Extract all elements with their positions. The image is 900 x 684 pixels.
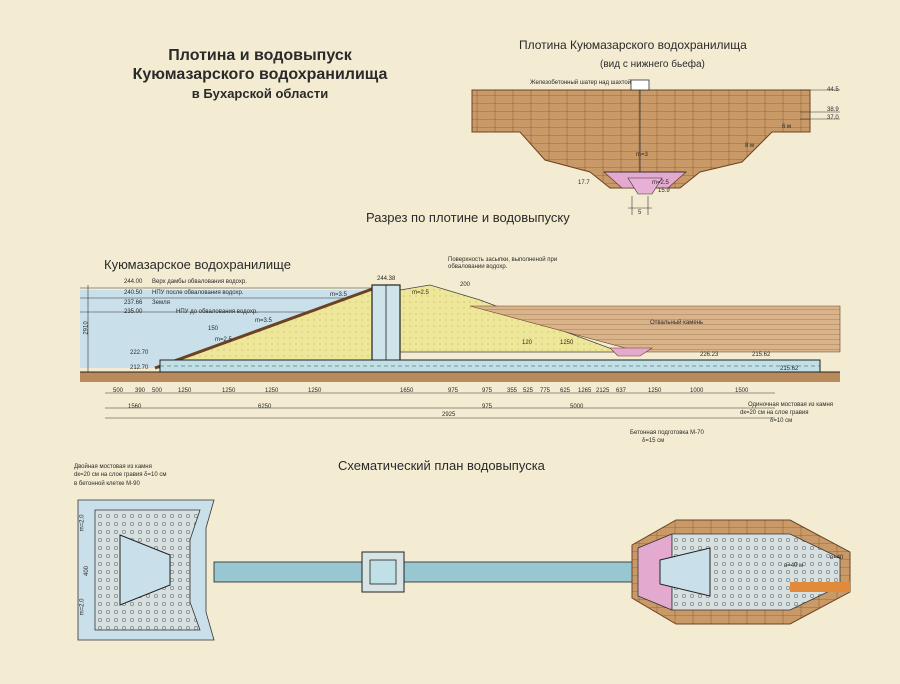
slope-m35-b: m=3.5 <box>330 292 347 298</box>
dim: 2125 <box>596 388 610 394</box>
pavement-thickness: δ=10 см <box>770 418 793 424</box>
rock-label: Отвальный камень <box>650 320 704 326</box>
level-note-npu-before: НПУ до обвалования водохр. <box>176 309 258 315</box>
height-2910: 2910 <box>83 321 90 335</box>
slope-m2-5: m=2.5 <box>652 180 669 186</box>
elev-237-66: 237.66 <box>124 300 143 306</box>
dim: 1250 <box>265 388 279 394</box>
dim: 975 <box>482 404 493 410</box>
mark-17-7: 17.7 <box>578 180 590 186</box>
plan-note-line-3: в бетонной клетке М-90 <box>74 481 140 487</box>
slope-m35-a: m=3.5 <box>255 318 272 324</box>
elev-215-62-b: 215.62 <box>780 366 799 372</box>
elev-244-38: 244.38 <box>377 276 396 282</box>
concrete-thickness: δ=15 см <box>642 438 665 444</box>
mark-37-0: 37.0 <box>827 115 839 121</box>
level-note-ground: Земля <box>152 300 170 306</box>
dim: 975 <box>482 388 493 394</box>
elev-240-50: 240.50 <box>124 290 143 296</box>
dim: 390 <box>135 388 146 394</box>
elev-235-00: 235.00 <box>124 309 143 315</box>
dim: 1250 <box>222 388 236 394</box>
slope-m25-a: m=2.5 <box>215 337 232 343</box>
dim: 500 <box>113 388 124 394</box>
elev-212-70: 212.70 <box>130 365 149 371</box>
plan-dim-m2-bottom: m=2.0 <box>79 598 86 616</box>
dim: 6250 <box>258 404 272 410</box>
mark-38-9: 38.9 <box>827 107 839 113</box>
plan-title: Схематический план водовыпуска <box>338 458 545 473</box>
dim: 975 <box>448 388 459 394</box>
level-note-crest: Верх дамбы обвалования водохр. <box>152 279 247 285</box>
dim: 2925 <box>442 412 456 418</box>
plan-dim-m2-top: m=2.0 <box>79 514 86 532</box>
elev-244-00: 244.00 <box>124 279 143 285</box>
plan-drawing <box>77 499 851 641</box>
dim: 637 <box>616 388 627 394</box>
plan-note-line-1: Двойная мостовая из камня <box>74 464 152 470</box>
elev-226-23: 226.23 <box>700 352 719 358</box>
plan-dim-400: 400 <box>84 565 91 577</box>
dim: 1500 <box>735 388 749 394</box>
dim: 1000 <box>690 388 704 394</box>
elev-215-62-a: 215.62 <box>752 352 771 358</box>
pavement-spec: dк=20 см на слое гравия <box>740 410 809 416</box>
plan-dim-b40-b: в=40 <box>830 555 844 561</box>
dam-downstream-view <box>471 79 840 215</box>
surface-note: Поверхность засыпки, выполненой при обва… <box>448 257 558 270</box>
elev-222-70: 222.70 <box>130 350 149 356</box>
slope-m3: m=3 <box>636 152 648 158</box>
section-title: Разрез по плотине и водовыпуску <box>366 210 570 225</box>
dim: 355 <box>507 388 518 394</box>
dim: 1250 <box>308 388 322 394</box>
dim: 1560 <box>128 404 142 410</box>
dim: 525 <box>523 388 534 394</box>
dim-1250: 1250 <box>560 340 574 346</box>
shaft-label: Железобетонный шатер над шахтой <box>530 80 632 86</box>
main-title-line-3: в Бухарской области <box>191 86 329 101</box>
mark-15-9: 15.9 <box>658 188 670 194</box>
downstream-view-title: Плотина Куюмазарского водохранилища <box>519 38 747 52</box>
plan-dim-b40-a: в=40 м <box>784 563 804 569</box>
level-note-npu-after: НПУ после обвалования водохр. <box>152 290 244 296</box>
reservoir-label: Куюмазарское водохранилище <box>104 257 291 272</box>
plan-note-line-2: dк=20 см на слое гравия δ=10 см <box>74 472 167 478</box>
crest-width: 200 <box>460 282 471 288</box>
downstream-view-subtitle: (вид с нижнего бьефа) <box>600 59 705 70</box>
main-title-line-2: Куюмазарского водохранилища <box>132 66 388 83</box>
dim: 1250 <box>178 388 192 394</box>
width-5: 5 <box>638 210 642 216</box>
dim: 1265 <box>578 388 592 394</box>
dim: 500 <box>152 388 163 394</box>
dim: 625 <box>560 388 571 394</box>
concrete-note: Бетонная подготовка М-70 <box>630 430 704 436</box>
mark-44-5: 44.5 <box>827 87 839 93</box>
step-8m: 8 м <box>745 143 755 149</box>
pavement-note: Одиночная мостовая из камня <box>748 402 834 408</box>
dim: 1650 <box>400 388 414 394</box>
dim: 5000 <box>570 404 584 410</box>
dim-120: 120 <box>522 340 533 346</box>
main-title: Плотина и водовыпуск Куюмазарского водох… <box>130 46 390 103</box>
slope-m25-b: m=2.5 <box>412 290 429 296</box>
section-drawing <box>80 284 841 419</box>
dim: 1250 <box>648 388 662 394</box>
dim: 775 <box>540 388 551 394</box>
dim-150: 150 <box>208 326 219 332</box>
step-6m: 6 м <box>782 124 792 130</box>
main-title-line-1: Плотина и водовыпуск <box>168 47 352 64</box>
